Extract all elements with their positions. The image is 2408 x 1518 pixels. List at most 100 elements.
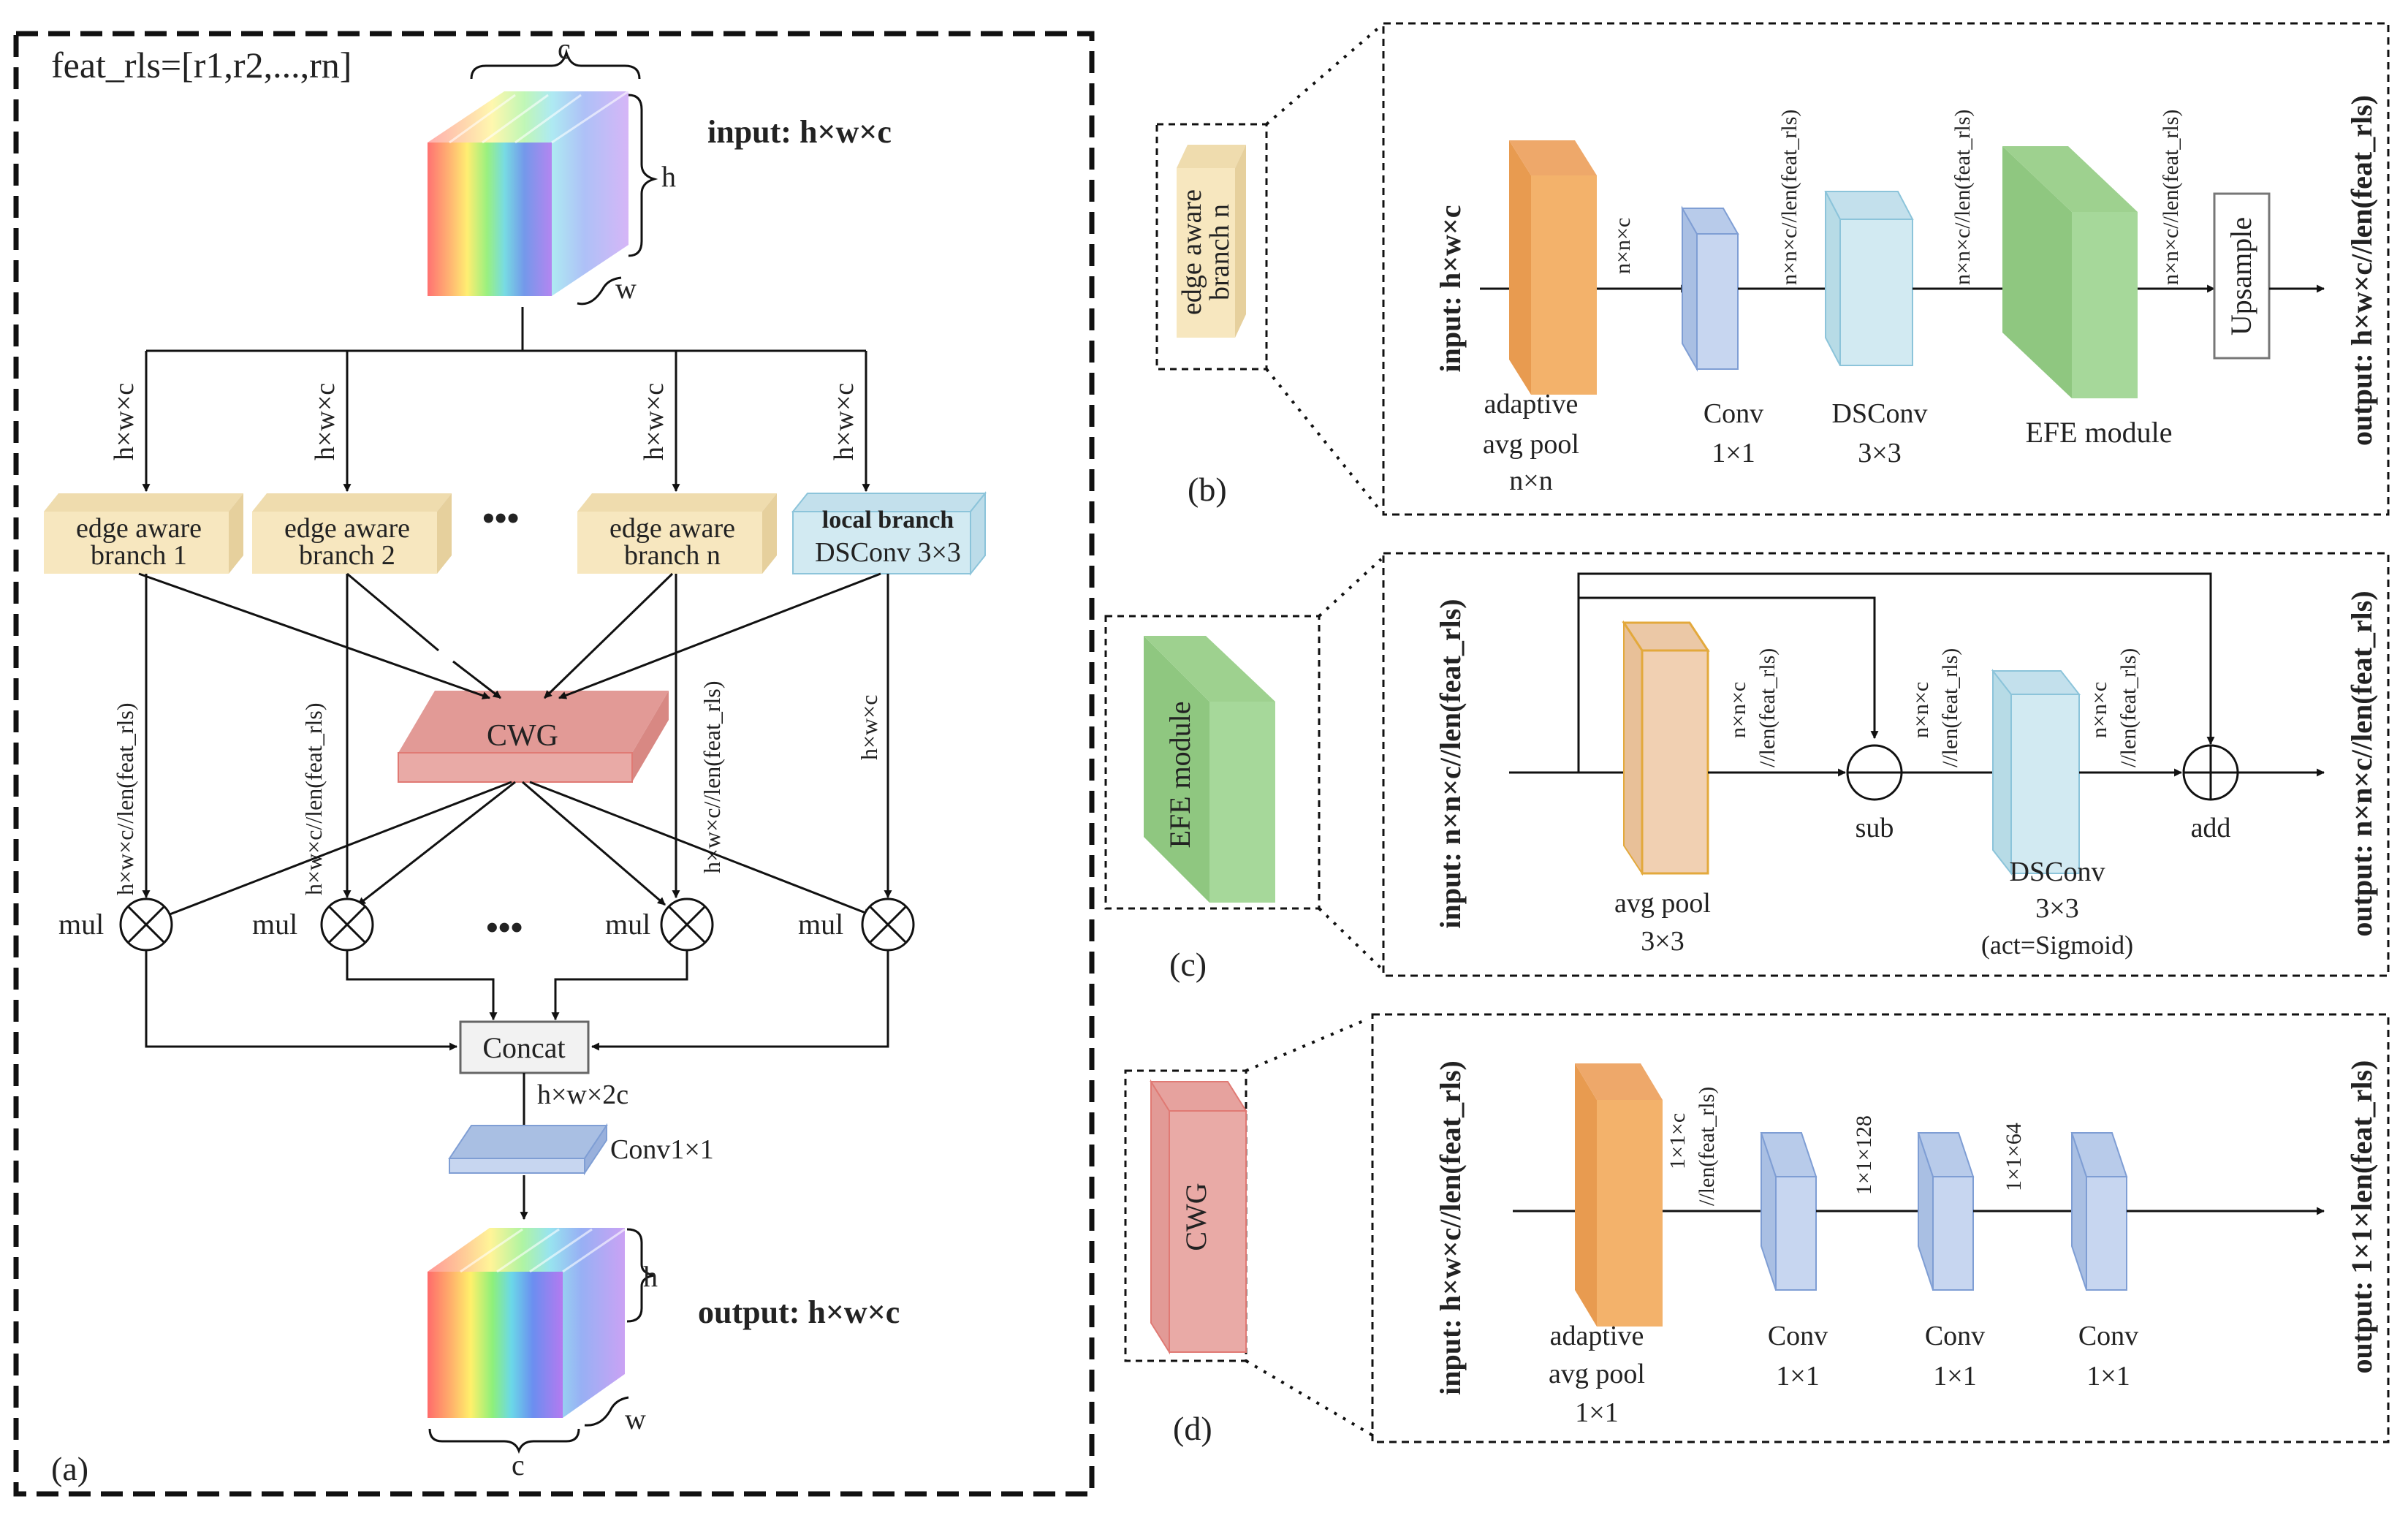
diagram-label: (d)	[1173, 1410, 1212, 1447]
connector	[628, 94, 658, 257]
shape	[2010, 694, 2080, 874]
connector	[428, 1428, 580, 1454]
diagram-label: h×w×c	[310, 383, 341, 460]
diagram-label: //len(feat_rls)	[1755, 648, 1780, 767]
diagram-label: CWG	[1180, 1183, 1212, 1251]
diagram-label: DSConv	[2010, 857, 2105, 887]
connector	[543, 572, 674, 699]
diagram-label: CWG	[487, 719, 558, 753]
connector	[327, 905, 367, 944]
panel-d: CWG (d) input: h×w×c//len(feat_rls) adap…	[1124, 1013, 2390, 1447]
diagram-label: local branch	[822, 506, 954, 534]
shape	[1235, 145, 1246, 338]
diagram-label: Upsample	[2225, 217, 2257, 335]
diagram-label: branch n	[1204, 204, 1235, 300]
connector	[346, 950, 498, 1021]
diagram-label: mul	[58, 908, 104, 941]
diagram-label: h×w×c//len(feat_rls)	[300, 702, 327, 895]
feat-rls-label: feat_rls=[r1,r2,...,rn]	[51, 45, 352, 86]
diagram-label: 1×1×128	[1852, 1115, 1876, 1195]
connector	[138, 572, 491, 699]
connector	[558, 572, 881, 699]
shape	[632, 691, 669, 782]
shape	[252, 512, 437, 574]
diagram-label: input: n×n×c//len(feat_rls)	[1434, 599, 1467, 928]
shape	[577, 512, 762, 574]
diagram-label: h×w×c	[109, 383, 140, 460]
shape	[1177, 145, 1246, 168]
diagram-label: EFE module	[1163, 701, 1196, 848]
panel-b: edge aware branch n (b) input: h×w×c ada…	[1155, 22, 2390, 516]
diagram-label: Conv	[2078, 1321, 2138, 1351]
shape	[138, 572, 881, 699]
shape	[762, 493, 777, 574]
diagram-label: 1×1	[1712, 438, 1755, 468]
diagram-label: n×n	[1509, 466, 1552, 496]
diagram-label: edge aware	[1177, 189, 1207, 315]
b-efe-module	[2002, 146, 2138, 398]
diagram-label: 3×3	[1641, 926, 1684, 957]
shape	[1577, 572, 2215, 773]
diagram-label: h×w×c//len(feat_rls)	[699, 680, 725, 873]
diagram-label: avg pool	[1614, 888, 1711, 919]
diagram-label: adaptive	[1484, 389, 1579, 420]
diagram-label: •••	[486, 908, 523, 947]
diagram-label: n×n×c//len(feat_rls)	[2159, 110, 2183, 285]
connector	[551, 950, 688, 1021]
diagram-label: h×w×c	[856, 695, 882, 760]
diagram-label: //len(feat_rls)	[1695, 1087, 1719, 1206]
diagram-label: Conv	[1925, 1321, 1985, 1351]
diagram-label: add	[2191, 813, 2231, 843]
diagram-label: edge aware	[609, 513, 735, 544]
caption-a: (a)	[51, 1450, 88, 1487]
diagram-label: 1×1	[1575, 1397, 1618, 1428]
diagram-label: input: h×w×c	[1434, 205, 1467, 373]
diagram-label: adaptive	[1550, 1321, 1644, 1351]
diagram-label: 1×1×c	[1666, 1113, 1690, 1169]
diagram-label: //len(feat_rls)	[2116, 648, 2141, 767]
shape	[1144, 636, 1209, 903]
connector	[584, 1396, 629, 1427]
diagram-label: w	[625, 1403, 646, 1435]
c-add-node	[2182, 744, 2239, 801]
shape	[398, 691, 669, 753]
shape	[1150, 1079, 1170, 1355]
connector	[1577, 572, 2215, 773]
c-avg-pool	[1622, 620, 1710, 876]
diagram-label: mul	[798, 908, 843, 941]
shape	[459, 1020, 590, 1074]
shape	[1104, 615, 1321, 910]
shape	[142, 574, 892, 899]
shape	[1382, 552, 2390, 977]
diagram-label: edge aware	[284, 513, 410, 544]
mul-node: mul	[58, 897, 173, 952]
connector	[626, 1228, 655, 1323]
shape	[1575, 1063, 1597, 1327]
conv1x1-block-a	[448, 1123, 608, 1176]
diagram-label: n×n×c	[2087, 682, 2111, 738]
panel-c: EFE module (c) input: n×n×c//len(feat_rl…	[1104, 552, 2390, 983]
diagram-label: h	[661, 160, 676, 193]
diagram-label: h×w×c//len(feat_rls)	[112, 702, 138, 895]
shape	[1382, 22, 2390, 516]
connector	[1318, 907, 1383, 970]
connector	[529, 781, 873, 917]
diagram-label: (b)	[1188, 471, 1227, 508]
cwg-block-a: CWG	[398, 691, 669, 783]
diagram-label: Conv	[1768, 1321, 1828, 1351]
connector	[346, 572, 501, 698]
shape	[2072, 212, 2138, 398]
shape	[1155, 123, 1268, 371]
shape	[1825, 191, 1841, 366]
panel-a: feat_rls=[r1,r2,...,rn] c h w input: h×w…	[13, 31, 1095, 1497]
connector	[460, 1228, 523, 1273]
c-sub-node	[1846, 744, 1903, 801]
diagram-label: n×n×c//len(feat_rls)	[1777, 110, 1801, 285]
connector	[590, 950, 889, 1051]
input-label: input: h×w×c	[707, 114, 892, 150]
diagram-label: branch 1	[91, 540, 187, 571]
diagram-label: h×w×c	[829, 383, 859, 460]
shape	[577, 493, 777, 512]
diagram-label: 1×1	[1776, 1361, 1819, 1392]
